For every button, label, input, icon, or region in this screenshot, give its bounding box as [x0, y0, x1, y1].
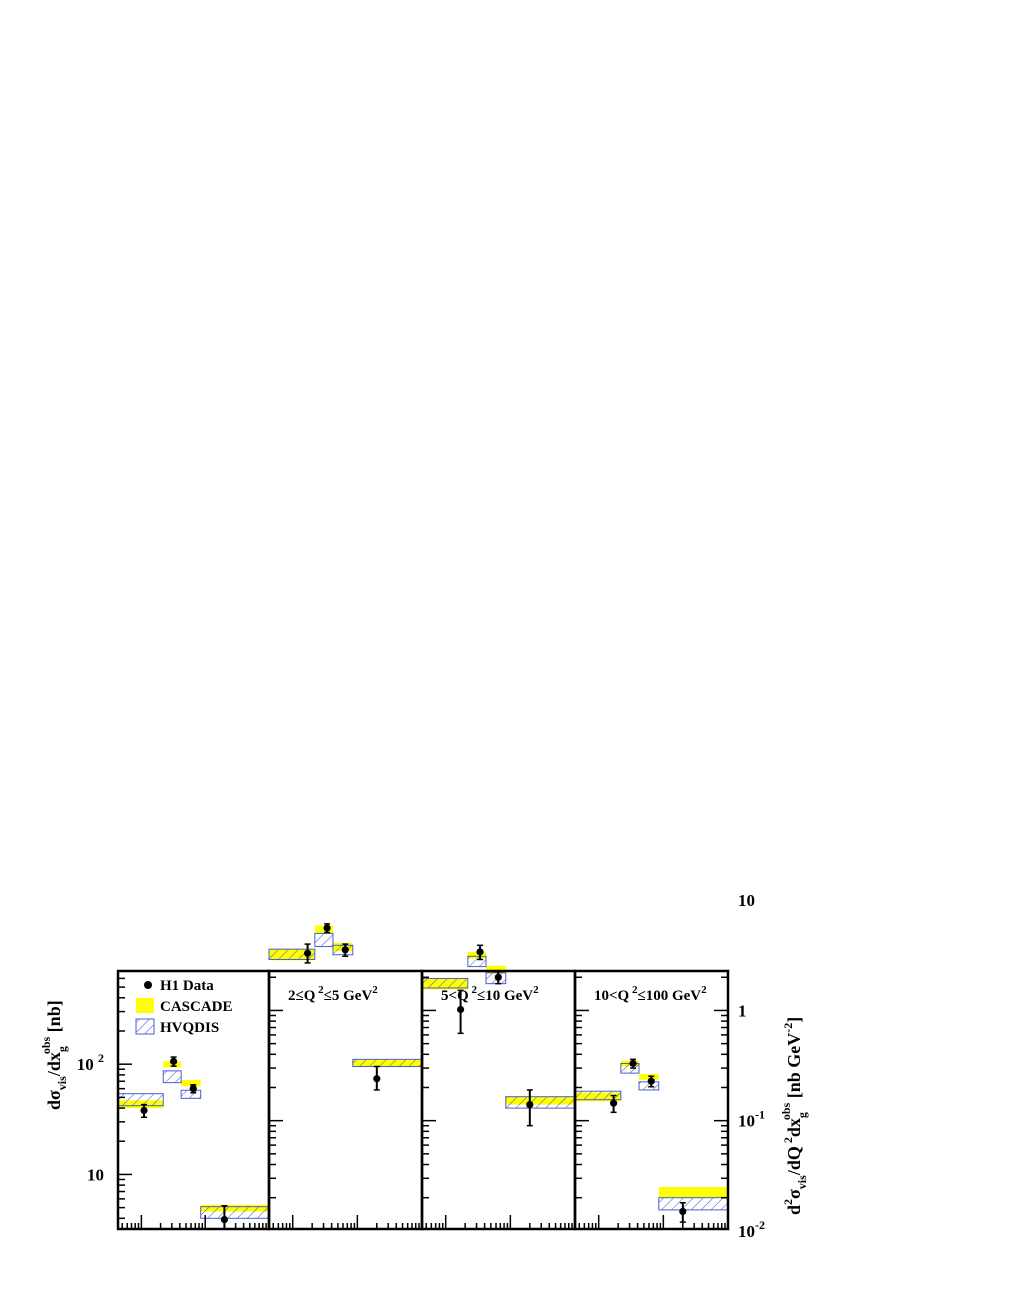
data-point — [140, 1106, 148, 1115]
panel-2 — [268, 923, 423, 1091]
left-tick-label: 10 2 — [77, 1051, 104, 1074]
left-axis-title: dσvis/dxgobs [nb] — [39, 1000, 69, 1110]
data-point — [476, 948, 484, 956]
cascade-band — [467, 951, 486, 959]
legend-label-hvqdis: HVQDIS — [160, 1020, 219, 1036]
cascade-band — [181, 1079, 201, 1087]
data-point — [526, 1100, 534, 1109]
data-point — [323, 924, 331, 932]
data-point — [303, 949, 312, 957]
hvqdis-band — [200, 1206, 270, 1219]
panel-4 — [574, 1058, 729, 1223]
data-point — [220, 1215, 229, 1224]
axes-layer: 2≤Q 2≤5 GeV2 5<Q 2≤10 GeV2 10<Q 2≤100 GeV2… — [39, 891, 809, 1241]
left-tick-label: 10 — [87, 1165, 104, 1184]
panel-3 — [421, 944, 576, 1127]
hvqdis-band — [314, 932, 334, 948]
panel-1 — [117, 1056, 270, 1230]
legend-swatch-hvqdis — [135, 1018, 155, 1035]
panel-frame — [573, 969, 730, 1231]
panel-label: 10<Q 2≤100 GeV2 — [594, 984, 707, 1004]
hvqdis-band — [268, 948, 316, 960]
cascade-band — [485, 965, 506, 974]
hvqdis-band — [162, 1070, 182, 1084]
right-tick-label: 10 — [738, 891, 755, 910]
panel-label: 5<Q 2≤10 GeV2 — [441, 984, 539, 1004]
legend-swatch-cascade — [136, 998, 154, 1013]
right-tick-label: 10-1 — [738, 1108, 765, 1131]
data-point — [679, 1207, 687, 1216]
data-point — [609, 1099, 618, 1107]
hvqdis-band — [505, 1096, 576, 1109]
data-point — [373, 1075, 381, 1083]
right-axis-title: d2σvis/dQ 2dxgobs [nb GeV-2] — [779, 1017, 809, 1215]
panel-frame — [267, 969, 424, 1231]
hvqdis-band — [352, 1058, 423, 1068]
data-point — [647, 1077, 655, 1085]
legend-label-cascade: CASCADE — [160, 999, 233, 1015]
hvqdis-band — [467, 955, 487, 968]
data-point — [189, 1085, 197, 1093]
panels-layer — [117, 923, 729, 1230]
data-point — [494, 973, 502, 981]
legend-marker-data — [144, 981, 152, 989]
panel-label: 2≤Q 2≤5 GeV2 — [288, 984, 378, 1004]
legend-label-data: H1 Data — [160, 978, 214, 994]
hvqdis-band — [658, 1197, 729, 1211]
hvqdis-band — [421, 977, 469, 989]
cascade-band — [658, 1187, 728, 1198]
data-point — [170, 1057, 178, 1065]
hvqdis-band — [180, 1089, 202, 1099]
data-point — [456, 1005, 465, 1014]
data-point — [341, 946, 349, 954]
hvqdis-band — [117, 1093, 164, 1107]
right-tick-label: 10-2 — [738, 1218, 765, 1241]
right-tick-label: 1 — [738, 1001, 747, 1020]
data-point — [629, 1059, 637, 1068]
